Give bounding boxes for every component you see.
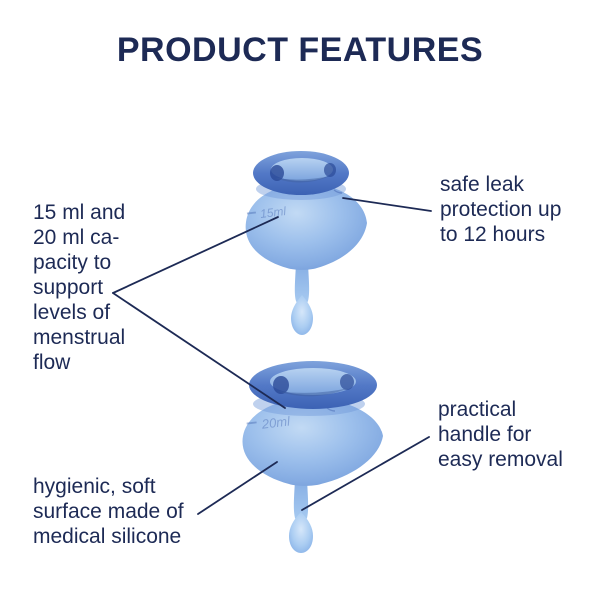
callout-surface-label: hygienic, soft surface made of medical s… [33,475,184,548]
page-title: PRODUCT FEATURES [116,31,484,69]
cup-stem-small [291,264,313,335]
cup-stem-large [289,480,313,553]
menstrual-cup-large-image: 20ml [242,361,383,553]
callout-capacity-label: 15 ml and 20 ml ca- pacity to support le… [33,201,126,374]
cup-rim-large [249,361,377,409]
callout-leak-protection-label: safe leak protection up to 12 hours [440,173,562,246]
menstrual-cup-small-image: 15ml [245,151,367,335]
callout-handle-label: practical handle for easy removal [438,398,563,471]
cup-capacity-emboss-large: 20ml [260,413,292,432]
cup-rim-small [253,151,349,195]
